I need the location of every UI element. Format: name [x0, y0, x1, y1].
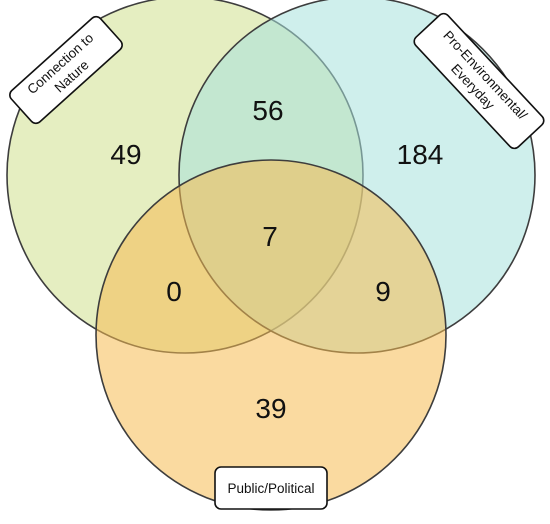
count-pro-env-public: 9	[375, 276, 391, 307]
count-connection-public: 0	[166, 276, 182, 307]
count-all-three: 7	[262, 221, 278, 252]
set-label-public: Public/Political	[214, 466, 328, 510]
count-connection-only: 49	[110, 139, 141, 170]
set-label-box	[9, 15, 123, 125]
set-label-box	[413, 12, 545, 150]
circle-public-political	[95, 159, 447, 511]
count-pro-env-only: 184	[397, 139, 444, 170]
count-connection-pro-env: 56	[252, 95, 283, 126]
count-public-only: 39	[255, 393, 286, 424]
set-label-box	[214, 466, 328, 510]
set-label-line: Public/Political	[227, 481, 314, 496]
